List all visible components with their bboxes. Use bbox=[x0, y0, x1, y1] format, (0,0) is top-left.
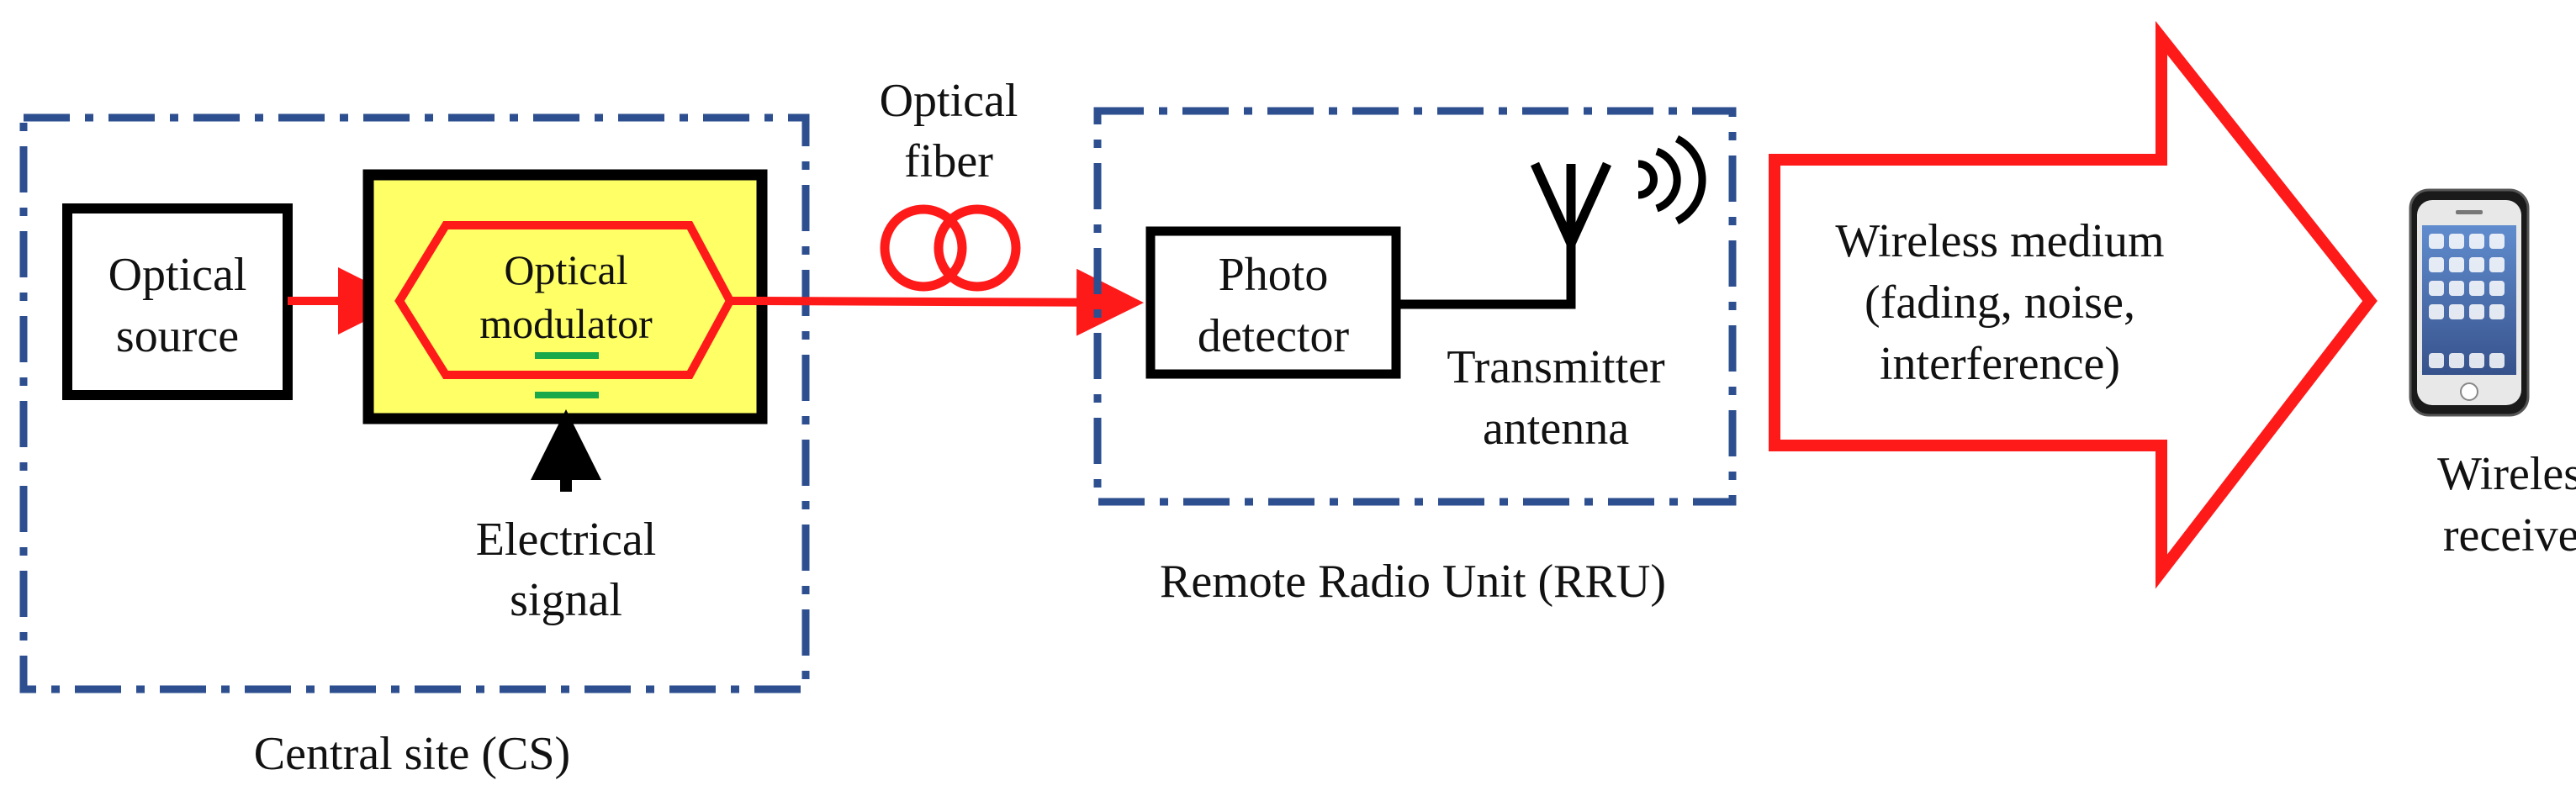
photo-detector-label-line1: Photo bbox=[1219, 249, 1329, 301]
optical-modulator-label-line1: Optical bbox=[504, 246, 627, 293]
transmitter-antenna-label-line2: antenna bbox=[1483, 403, 1629, 455]
wireless-medium-label-line3: interference) bbox=[1880, 338, 2120, 390]
optical-modulator-box bbox=[362, 169, 768, 424]
rru-group: Remote Radio Unit (RRU) Photo detector T… bbox=[1093, 107, 1737, 608]
wireless-receiver-label-line1: Wireless bbox=[2437, 448, 2576, 500]
central-site-group: Central site (CS) Optical source Optical… bbox=[19, 113, 810, 780]
optical-source-label-line2: source bbox=[116, 310, 239, 362]
optical-fiber-group: Optical fiber bbox=[761, 75, 1144, 336]
wireless-medium-group: Wireless medium (fading, noise, interfer… bbox=[1769, 20, 2378, 589]
fiber-coil-left bbox=[880, 204, 967, 292]
smartphone-icon bbox=[2409, 188, 2530, 417]
detector-to-antenna-wire bbox=[1396, 235, 1576, 309]
wireless-receiver-group: Wireless receiver bbox=[2409, 188, 2576, 561]
photo-detector-label-line2: detector bbox=[1198, 310, 1350, 362]
fiber-coil-right bbox=[934, 204, 1021, 292]
optical-modulator-label-line2: modulator bbox=[479, 300, 653, 347]
wireless-medium-label-line2: (fading, noise, bbox=[1865, 277, 2135, 329]
optical-source-box bbox=[62, 203, 293, 400]
central-site-border bbox=[19, 113, 810, 693]
wireless-medium-label-line1: Wireless medium bbox=[1835, 215, 2164, 267]
wireless-medium-arrow bbox=[1769, 20, 2378, 589]
rru-caption: Remote Radio Unit (RRU) bbox=[1160, 556, 1666, 608]
optical-fiber-label-line1: Optical bbox=[880, 75, 1018, 127]
fiber-to-photodetector-arrow bbox=[761, 268, 1144, 336]
rru-border bbox=[1093, 107, 1737, 506]
radio-waves-icon bbox=[1637, 134, 1706, 225]
optical-fiber-label-line2: fiber bbox=[904, 135, 993, 187]
transmitter-antenna-label-line1: Transmitter bbox=[1447, 341, 1665, 393]
central-site-caption: Central site (CS) bbox=[254, 728, 570, 780]
optical-source-label-line1: Optical bbox=[108, 249, 247, 301]
electrical-signal-label-line1: Electrical bbox=[476, 514, 657, 566]
antenna-icon bbox=[1530, 161, 1612, 246]
electrical-signal-label-line2: signal bbox=[510, 574, 622, 626]
wireless-receiver-label-line2: receiver bbox=[2443, 509, 2576, 561]
